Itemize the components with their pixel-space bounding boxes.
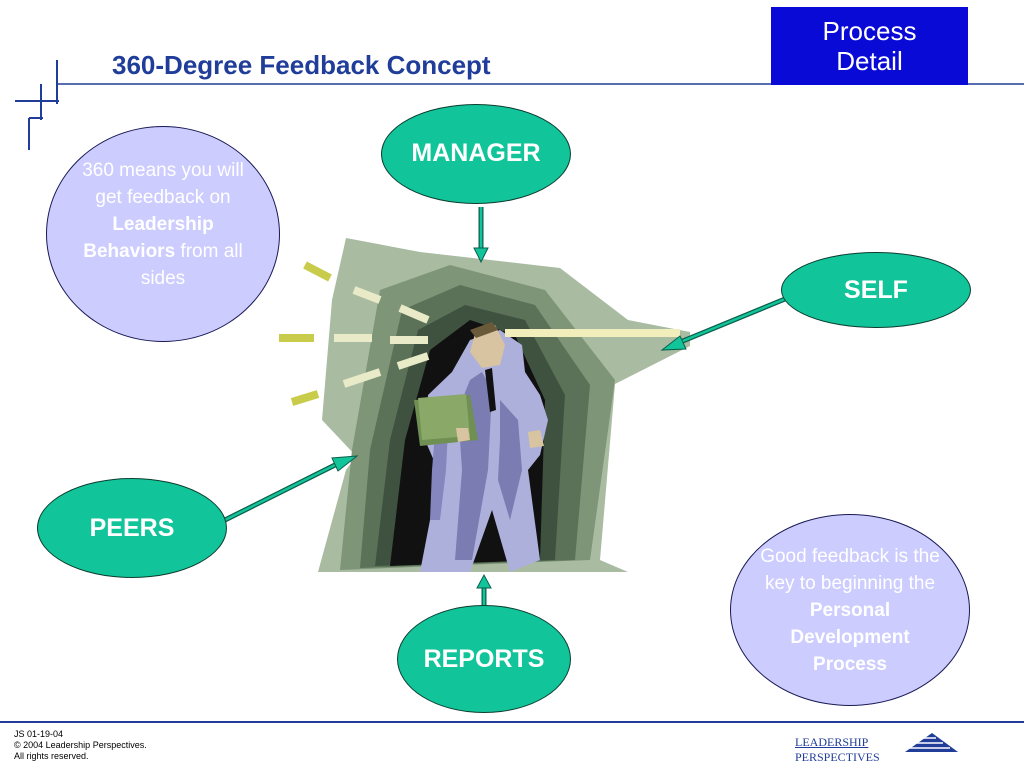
manager-node: MANAGER	[381, 104, 571, 204]
reports-label: REPORTS	[423, 644, 545, 673]
peers-label: PEERS	[89, 513, 175, 542]
arrow-reports	[476, 573, 492, 606]
info-right-pre: Good feedback is the key to beginning th…	[760, 545, 940, 594]
logo-wordmark: LEADERSHIP PERSPECTIVES	[795, 735, 880, 765]
person-in-cave-illustration	[279, 238, 690, 572]
arrow-self	[660, 296, 786, 351]
self-label: SELF	[844, 275, 908, 304]
reports-node: REPORTS	[397, 605, 571, 713]
info-bubble-feedback: Good feedback is the key to beginning th…	[730, 514, 970, 706]
info-left-pre: 360 means you will get feedback on	[82, 159, 244, 208]
info-right-bold: Personal Development Process	[790, 599, 910, 675]
page-title: 360-Degree Feedback Concept	[112, 50, 491, 80]
info-left-bold: Leadership Behaviors	[83, 213, 214, 262]
info-bubble-feedback-text: Good feedback is the key to beginning th…	[760, 543, 940, 678]
info-bubble-360: 360 means you will get feedback on Leade…	[46, 126, 280, 342]
light-rays	[279, 261, 680, 406]
person-figure	[414, 322, 548, 572]
manager-label: MANAGER	[411, 139, 541, 167]
logo-line1: LEADERSHIP	[795, 735, 869, 749]
info-left-post: from all sides	[140, 240, 243, 289]
arrow-peers	[219, 455, 359, 525]
footer-line1: JS 01-19-04	[14, 729, 64, 739]
process-label-line1: Process	[822, 16, 917, 46]
peers-node: PEERS	[37, 478, 227, 578]
corner-mark	[15, 60, 59, 150]
footer-line2: © 2004 Leadership Perspectives.	[14, 740, 147, 750]
logo-line2: PERSPECTIVES	[795, 750, 880, 764]
process-label-line2: Detail	[836, 46, 903, 76]
footer-line3: All rights reserved.	[14, 751, 89, 761]
process-detail-box: Process Detail	[771, 7, 968, 85]
self-node: SELF	[781, 252, 971, 328]
arrow-manager	[473, 207, 489, 264]
footer-copyright: JS 01-19-04 © 2004 Leadership Perspectiv…	[14, 729, 147, 762]
info-bubble-360-text: 360 means you will get feedback on Leade…	[73, 157, 253, 292]
logo-triangle-icon	[895, 733, 958, 752]
